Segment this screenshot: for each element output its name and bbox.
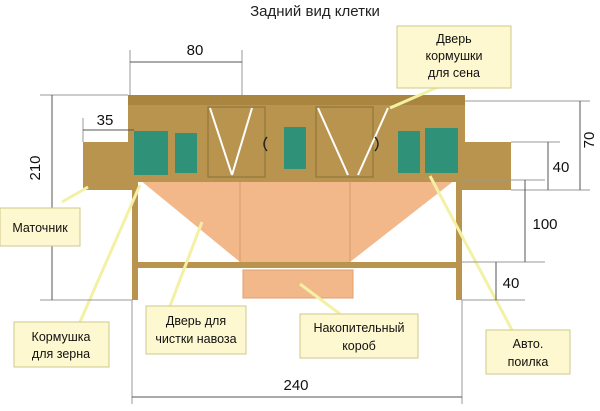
- left-nest-box: [83, 142, 136, 190]
- callout-auto-drinker-line2: поилка: [508, 355, 549, 369]
- door-handle-left-icon: [263, 136, 268, 152]
- left-leg: [132, 180, 138, 300]
- callout-grain-feeder-line1: Кормушка: [32, 330, 91, 344]
- leader-lines: [61, 78, 514, 331]
- door-handle-right-icon: [374, 136, 379, 152]
- mesh-panel-center: [284, 127, 306, 169]
- mesh-panel-left-large: [134, 131, 168, 175]
- leader-storage-box: [299, 282, 341, 316]
- callout-manure-door: [145, 305, 247, 355]
- dim-label-top-height: 70: [581, 132, 598, 149]
- dim-label-total-width: 240: [283, 377, 308, 394]
- callout-hay-feeder-door-line3: для сена: [428, 66, 480, 80]
- manure-funnel: [140, 180, 455, 262]
- leader-nest-box: [61, 185, 89, 204]
- callout-storage-box-line1: Накопительный: [313, 321, 404, 335]
- callout-storage-box: [299, 313, 419, 359]
- hay-rack-right-bar: [317, 107, 349, 176]
- hay-feeder-right: [315, 106, 374, 178]
- callout-hay-feeder-door-line1: Дверь: [436, 32, 471, 46]
- callout-nest-box: [0, 207, 81, 247]
- callout-grain-feeder: [13, 321, 110, 368]
- dim-label-side-depth: 35: [97, 112, 114, 129]
- callout-manure-door-line2: чистки навоза: [155, 332, 236, 346]
- mesh-panel-right-large: [425, 128, 458, 173]
- hay-rack-right-bar-2: [357, 107, 389, 176]
- storage-box: [242, 269, 354, 299]
- right-nest-box: [458, 142, 511, 190]
- mesh-panel-left-small: [175, 133, 197, 173]
- bottom-crossbar: [132, 262, 462, 268]
- dimension-lines: [40, 50, 590, 404]
- callout-auto-drinker: [485, 329, 571, 375]
- mesh-panel-right-small: [398, 131, 420, 173]
- dim-label-top-width: 80: [187, 42, 204, 59]
- callout-hay-feeder-door-line2: кормушки: [426, 49, 483, 63]
- leader-drinker: [428, 175, 514, 331]
- diagram-title: Задний вид клетки: [250, 3, 380, 20]
- callout-manure-door-line1: Дверь для: [166, 314, 226, 328]
- cage-roof: [128, 95, 465, 105]
- callout-grain-feeder-line2: для зерна: [32, 347, 90, 361]
- callout-auto-drinker-line1: Авто.: [513, 337, 544, 351]
- callout-nest-box-text: Маточник: [12, 221, 68, 235]
- dim-label-total-height: 210: [27, 155, 44, 180]
- callout-storage-box-line2: короб: [342, 339, 376, 353]
- dim-label-leg-height: 100: [532, 216, 557, 233]
- dim-label-box-height: 40: [553, 159, 570, 176]
- dim-label-bottom-gap: 40: [503, 275, 520, 292]
- right-leg: [456, 180, 462, 300]
- callout-hay-feeder-door: [396, 25, 512, 89]
- hay-rack-left-bar-2: [231, 107, 253, 176]
- hay-rack-left-bar: [209, 107, 233, 176]
- hay-feeder-left: [207, 106, 266, 178]
- leader-grain-feeder: [78, 184, 142, 323]
- leader-manure-door: [168, 221, 204, 307]
